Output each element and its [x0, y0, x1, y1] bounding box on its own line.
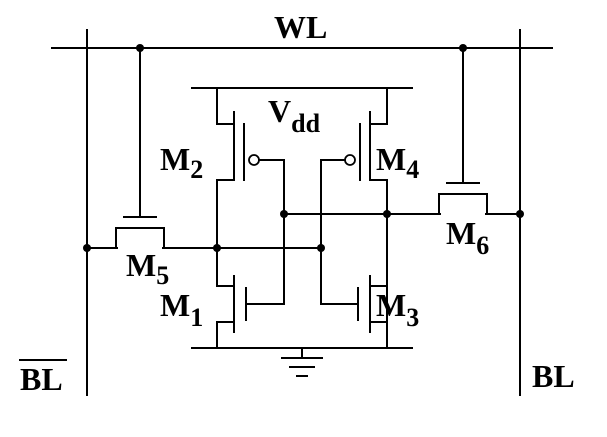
m1-label: M1: [160, 287, 203, 332]
transistor-m1: [216, 249, 285, 349]
m5-label: M5: [126, 247, 169, 290]
transistor-m2: [216, 87, 285, 251]
word-line-label: WL: [274, 9, 327, 45]
m6-label: M6: [446, 215, 489, 260]
transistor-m3: [320, 275, 388, 333]
transistor-m4: [320, 87, 388, 349]
transistor-m6: [438, 44, 488, 216]
m4-label: M4: [376, 141, 419, 184]
ground-rail: [191, 347, 413, 357]
bitline-bar-label: BL: [20, 361, 63, 397]
transistor-m5: [115, 44, 165, 250]
m2-label: M2: [160, 141, 203, 184]
ground-symbol: [281, 357, 323, 377]
bitline-label: BL: [532, 358, 575, 394]
m3-label: M3: [376, 287, 419, 332]
vdd-label: Vdd: [268, 93, 321, 138]
